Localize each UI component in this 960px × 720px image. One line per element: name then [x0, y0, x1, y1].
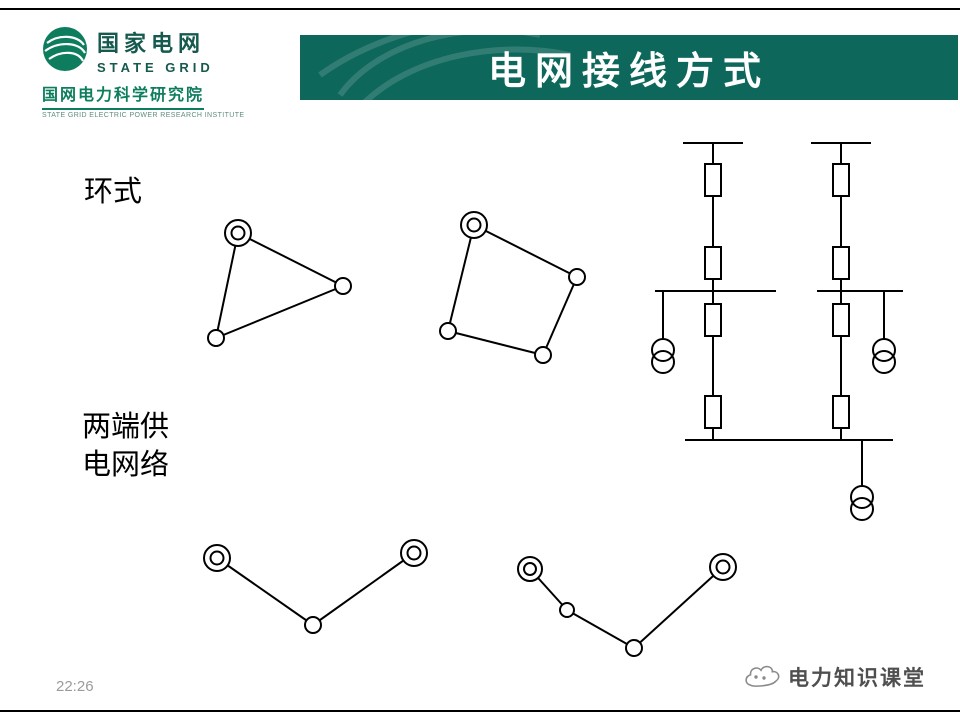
load-node-icon [559, 602, 575, 618]
slide-title: 电网接线方式 [487, 51, 770, 93]
series-element-icon [832, 395, 850, 429]
transformer-icon [850, 485, 874, 521]
load-node-icon [568, 268, 586, 286]
load-node-icon [304, 616, 322, 634]
top-border-line [0, 8, 960, 10]
load-node-icon [439, 322, 457, 340]
timestamp: 22:26 [56, 678, 94, 695]
bottom-border-line [0, 710, 960, 712]
state-grid-logo-block: 国家电网 STATE GRID 国网电力科学研究院 STATE GRID ELE… [42, 26, 292, 119]
series-element-icon [704, 246, 722, 280]
watermark-brand-text: 电力知识课堂 [788, 667, 926, 690]
ring-network-triangle-diagram [207, 219, 352, 347]
series-element-icon [704, 395, 722, 429]
watermark-brand: 电力知识课堂 [742, 662, 926, 692]
label-two-end-line1: 两端供 [82, 411, 170, 443]
load-node-icon [625, 639, 643, 657]
org-name-cn: 国家电网 [97, 31, 206, 56]
two-end-network-v1-diagram [203, 539, 428, 634]
institute-name-cn: 国网电力科学研究院 [42, 81, 205, 110]
series-element-icon [832, 163, 850, 197]
title-banner: 电网接线方式 [300, 35, 958, 100]
state-grid-globe-icon [43, 27, 87, 71]
cloud-scribble-icon [745, 665, 780, 687]
label-two-end-supply: 两端供 电网络 [82, 408, 169, 484]
org-name-en: STATE GRID [97, 60, 214, 75]
series-element-icon [832, 303, 850, 337]
two-end-supply-schematic [651, 142, 903, 521]
banner-globe-decoration [318, 35, 571, 100]
label-ring-network: 环式 [84, 176, 143, 208]
load-node-icon [534, 346, 552, 364]
label-two-end-line2: 电网络 [82, 449, 170, 481]
institute-name-en: STATE GRID ELECTRIC POWER RESEARCH INSTI… [42, 112, 245, 119]
series-element-icon [704, 303, 722, 337]
load-node-icon [334, 277, 352, 295]
load-node-icon [207, 329, 225, 347]
series-element-icon [704, 163, 722, 197]
ring-network-quad-diagram [439, 211, 586, 364]
transformer-icon [651, 338, 675, 374]
series-element-icon [832, 246, 850, 280]
transformer-icon [872, 338, 896, 374]
two-end-network-v2-diagram [517, 553, 737, 657]
